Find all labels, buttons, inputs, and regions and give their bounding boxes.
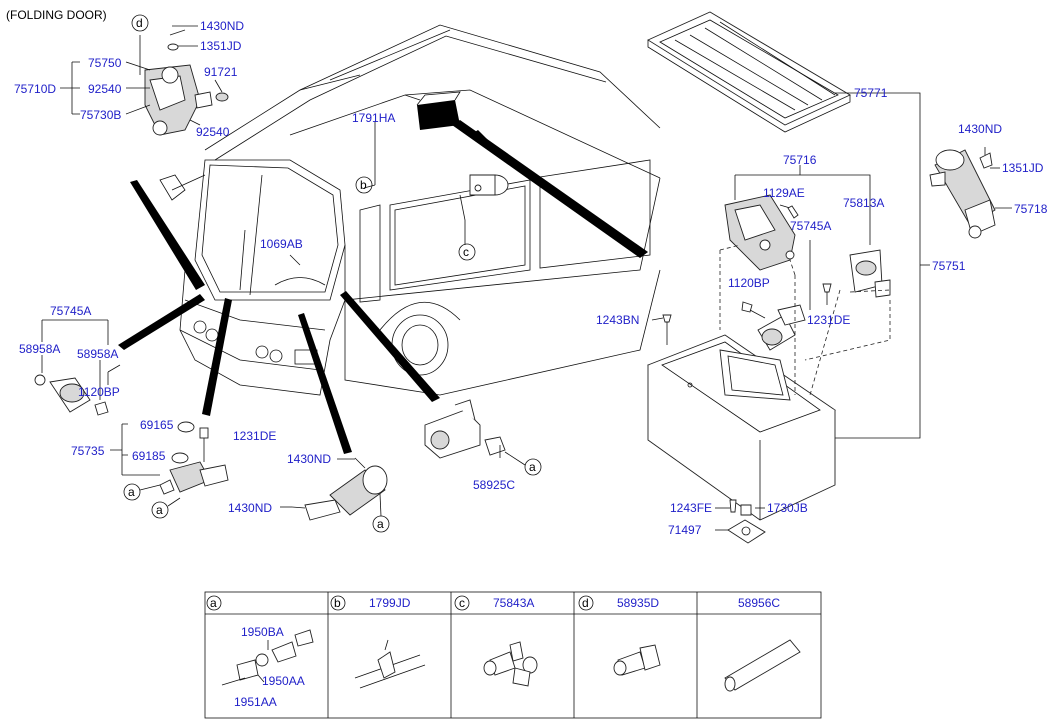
legend-part-1799JD[interactable]: 1799JD [369, 596, 411, 610]
label-75735[interactable]: 75735 [71, 444, 105, 458]
legend-table: a b 1799JD c 75843A d 58935D 58956C 1950… [204, 591, 822, 719]
diagram-title: (FOLDING DOOR) [6, 8, 107, 22]
label-1120BP-right[interactable]: 1120BP [728, 276, 770, 290]
label-1351JD-right[interactable]: 1351JD [1002, 161, 1044, 175]
leader-lines-top-left [60, 25, 376, 266]
label-58958A-2[interactable]: 58958A [77, 347, 118, 361]
label-1791HA[interactable]: 1791HA [352, 111, 395, 125]
label-92540-b[interactable]: 92540 [196, 125, 230, 139]
svg-text:a: a [377, 517, 384, 531]
label-71497[interactable]: 71497 [668, 523, 702, 537]
label-75745A-right[interactable]: 75745A [790, 219, 831, 233]
label-1730JB[interactable]: 1730JB [767, 501, 808, 515]
label-1243FE[interactable]: 1243FE [670, 501, 712, 515]
svg-text:d: d [136, 16, 143, 30]
label-1351JD-top[interactable]: 1351JD [200, 39, 242, 53]
legend-header-c: c 75843A [454, 595, 534, 611]
label-1430ND-right[interactable]: 1430ND [958, 122, 1002, 136]
label-75751[interactable]: 75751 [932, 259, 966, 273]
label-75718[interactable]: 75718 [1014, 202, 1048, 216]
label-58925C[interactable]: 58925C [473, 478, 515, 492]
svg-text:a: a [529, 460, 536, 474]
callout-c-main: c [458, 243, 476, 261]
leader-75771 [830, 92, 930, 439]
label-1231DE-right[interactable]: 1231DE [807, 313, 850, 327]
air-cylinder-top[interactable] [459, 174, 509, 245]
plate-71497[interactable] [715, 499, 766, 544]
label-1430ND-low[interactable]: 1430ND [228, 501, 272, 515]
svg-text:a: a [156, 503, 163, 517]
svg-text:a: a [210, 596, 217, 610]
bolts-1120BP-1231DE[interactable] [741, 283, 832, 319]
label-1120BP-left[interactable]: 1120BP [78, 385, 120, 399]
legend-cell-b [354, 639, 426, 689]
legend-header-e: 58956C [738, 596, 780, 610]
door-cylinder-center[interactable] [291, 457, 388, 521]
label-1430ND-mid[interactable]: 1430ND [287, 452, 331, 466]
legend-header-a: a [206, 595, 222, 611]
svg-text:a: a [128, 485, 135, 499]
svg-text:b: b [334, 596, 341, 610]
air-harnesses [118, 120, 648, 454]
bracket-58925C[interactable] [424, 399, 506, 459]
label-1231DE-left[interactable]: 1231DE [233, 429, 276, 443]
bracket-75813A[interactable] [849, 249, 891, 298]
label-75813A[interactable]: 75813A [843, 196, 884, 210]
label-75730B[interactable]: 75730B [80, 108, 121, 122]
dashed-guides-right [719, 240, 891, 396]
label-75771[interactable]: 75771 [854, 86, 888, 100]
part-labels: 1430ND 1351JD 75750 92540 75710D 91721 7… [14, 19, 1048, 537]
legend-header-b: b 1799JD [330, 595, 411, 611]
cover-75771[interactable] [647, 11, 851, 133]
label-75750[interactable]: 75750 [88, 56, 122, 70]
callout-a-left2: a [151, 497, 181, 519]
label-69185[interactable]: 69185 [132, 449, 166, 463]
label-1430ND-top[interactable]: 1430ND [200, 19, 244, 33]
legend-cell-e [724, 639, 801, 692]
bolt-1243BN[interactable] [651, 314, 672, 345]
callout-a-bracket: a [504, 451, 542, 476]
label-1129AE[interactable]: 1129AE [763, 186, 805, 200]
legend-part-75843A[interactable]: 75843A [493, 596, 534, 610]
callout-d-main: d [131, 14, 149, 32]
legend-label-1951AA[interactable]: 1951AA [234, 695, 277, 709]
valve-75716[interactable] [724, 165, 871, 271]
label-91721[interactable]: 91721 [204, 65, 238, 79]
callout-a-center: a [372, 493, 390, 533]
label-92540-a[interactable]: 92540 [88, 82, 122, 96]
leader-right-cyl [984, 147, 1012, 209]
label-75716[interactable]: 75716 [783, 153, 817, 167]
solenoid-75745A-right[interactable] [757, 304, 806, 351]
label-58958A-1[interactable]: 58958A [19, 342, 60, 356]
label-75710D[interactable]: 75710D [14, 82, 56, 96]
label-75745A-left[interactable]: 75745A [50, 304, 91, 318]
svg-text:c: c [463, 245, 469, 259]
box-75751[interactable] [647, 334, 836, 521]
cylinder-75718[interactable] [929, 149, 996, 239]
legend-cell-a: 1950BA 1950AA 1951AA [221, 625, 314, 709]
legend-cell-d [613, 644, 661, 676]
legend-part-58935D[interactable]: 58935D [617, 596, 659, 610]
callout-a-left1: a [123, 483, 161, 501]
callout-b-main: b [355, 176, 373, 194]
leader-center-low [280, 458, 355, 508]
legend-label-1950BA[interactable]: 1950BA [241, 625, 284, 639]
svg-text:c: c [459, 596, 465, 610]
label-69165[interactable]: 69165 [140, 418, 174, 432]
bolt-1129AE[interactable] [787, 205, 799, 219]
label-1243BN[interactable]: 1243BN [596, 313, 639, 327]
solenoid-75745A-left[interactable] [34, 364, 121, 416]
valve-assembly-75710D[interactable] [139, 29, 229, 136]
label-1069AB[interactable]: 1069AB [260, 237, 303, 251]
legend-cell-c [483, 641, 538, 687]
svg-text:d: d [582, 596, 589, 610]
legend-label-1950AA[interactable]: 1950AA [262, 674, 305, 688]
svg-text:b: b [360, 178, 367, 192]
valve-block-1791HA[interactable] [416, 91, 461, 130]
legend-header-d: d 58935D [578, 595, 659, 611]
legend-part-58956C[interactable]: 58956C [738, 596, 780, 610]
valve-75735[interactable] [159, 421, 229, 495]
